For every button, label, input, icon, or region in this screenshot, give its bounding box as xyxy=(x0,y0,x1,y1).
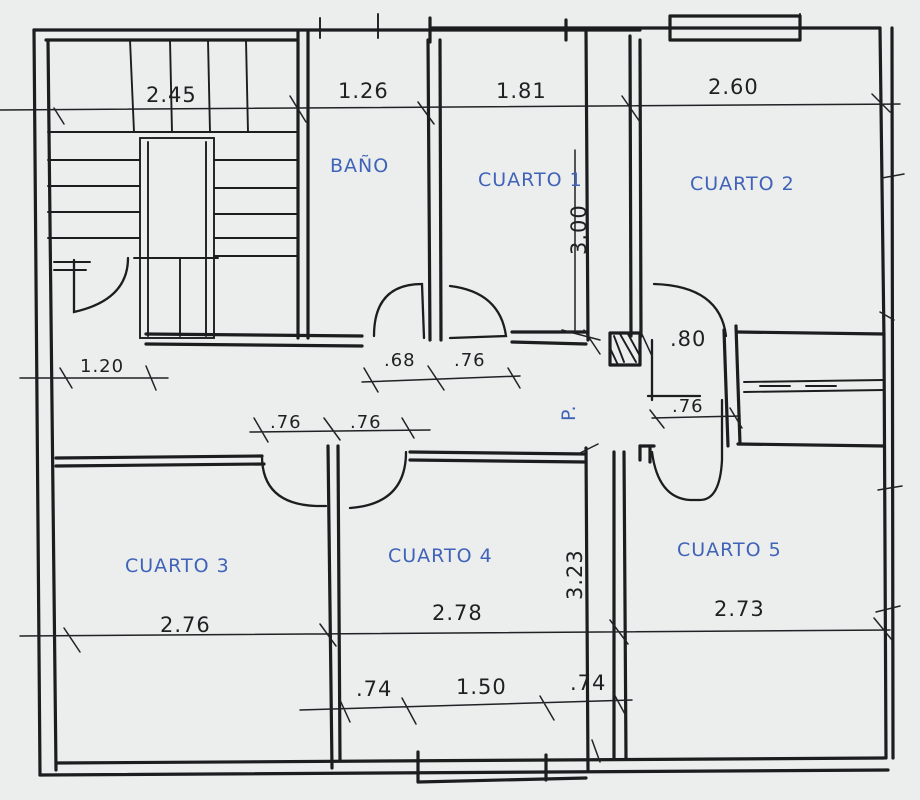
dim-door-cuarto1: .76 xyxy=(454,350,486,371)
dim-cuarto1-height: 3.00 xyxy=(567,204,591,255)
room-label-cuarto-2: CUARTO 2 xyxy=(690,173,795,195)
dim-cuarto1-width: 1.81 xyxy=(496,79,547,103)
door-swings xyxy=(260,282,728,510)
dim-window-center: 1.50 xyxy=(456,675,507,699)
room-labels: BAÑO CUARTO 1 CUARTO 2 CUARTO 3 CUARTO 4… xyxy=(125,154,795,577)
room-label-cuarto-4: CUARTO 4 xyxy=(388,545,493,567)
outer-walls xyxy=(32,13,895,784)
dimension-lines xyxy=(0,93,905,763)
interior-walls xyxy=(54,28,886,772)
dim-door-cuarto5: .76 xyxy=(672,396,704,417)
dim-door-bano: .68 xyxy=(384,350,416,371)
dim-window-right: .74 xyxy=(570,671,606,695)
dim-cuarto2-width: 2.60 xyxy=(708,75,759,99)
room-label-bano: BAÑO xyxy=(330,154,389,177)
room-label-cuarto-3: CUARTO 3 xyxy=(125,555,230,577)
dim-cuarto4-width: 2.78 xyxy=(432,601,483,625)
room-label-cuarto-5: CUARTO 5 xyxy=(677,539,782,561)
room-label-cuarto-1: CUARTO 1 xyxy=(478,169,583,191)
dim-cuarto3-width: 2.76 xyxy=(160,613,211,637)
dim-door-cuarto4: .76 xyxy=(350,412,382,433)
staircase xyxy=(47,39,299,339)
dim-bano-width: 1.26 xyxy=(338,79,389,103)
dimension-labels: 2.45 1.26 1.81 2.60 3.00 1.20 .68 .76 .8… xyxy=(80,75,765,701)
dim-cuarto5-width: 2.73 xyxy=(714,597,765,621)
dim-cuarto4-height: 3.23 xyxy=(563,549,587,600)
room-label-pasillo: P. xyxy=(558,404,580,421)
dim-window-left: .74 xyxy=(356,677,392,701)
dim-stair-width: 2.45 xyxy=(146,83,197,107)
dim-hall-left: 1.20 xyxy=(80,356,124,377)
dim-door-cuarto3: .76 xyxy=(270,412,302,433)
dim-door-cuarto2: .80 xyxy=(670,327,706,351)
